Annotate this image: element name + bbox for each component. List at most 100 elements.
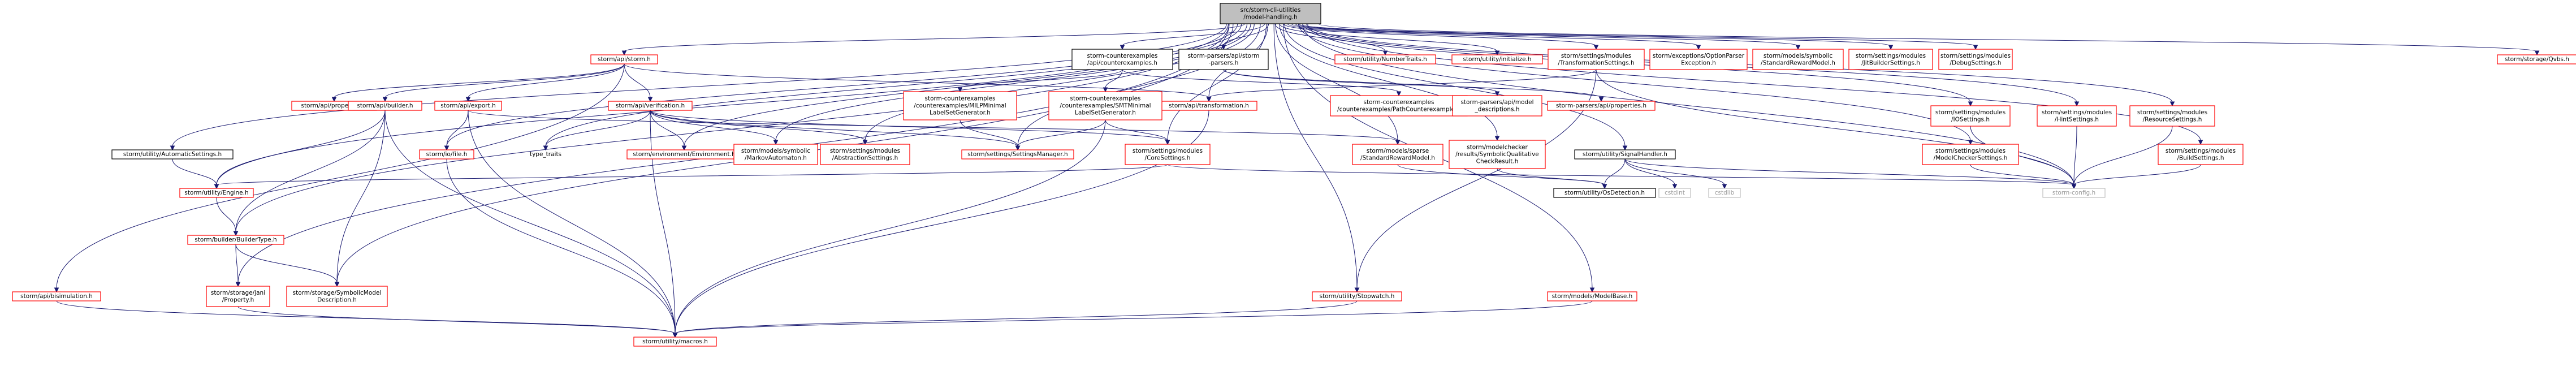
node-label: storm/api/verification.h (616, 102, 685, 109)
node-model-base[interactable]: storm/models/ModelBase.h (1547, 291, 1637, 301)
node-api-export[interactable]: storm/api/export.h (434, 101, 502, 111)
node-box (1553, 188, 1656, 198)
node-stopwatch[interactable]: storm/utility/Stopwatch.h (1312, 291, 1402, 301)
arrowhead-root-to-jit_settings (1888, 45, 1894, 50)
node-label: storm/api/transformation.h (1169, 102, 1248, 109)
edge-api_transformation-to-macros (675, 110, 1209, 334)
edge-api_verification-to-core_settings (650, 110, 1168, 141)
node-label: storm/settings/modules (2042, 109, 2112, 116)
node-label: storm/models/ModelBase.h (1552, 293, 1633, 300)
edge-transformation_settings-to-storm_config (1596, 69, 2074, 186)
node-file-h[interactable]: storm/io/file.h (419, 149, 474, 160)
node-label: /Property.h (222, 296, 254, 303)
node-hint-settings[interactable]: storm/settings/modules/HintSettings.h (2037, 105, 2117, 127)
edge-root-to-parsers_api_storm (1223, 23, 1269, 46)
node-api-transformation[interactable]: storm/api/transformation.h (1160, 101, 1257, 111)
node-resource-settings[interactable]: storm/settings/modules/ResourceSettings.… (2129, 105, 2215, 127)
node-label: storm/models/sparse (1367, 148, 1429, 154)
node-io-settings[interactable]: storm/settings/modules/IOSettings.h (1930, 105, 2011, 127)
edge-root-to-initialize (1279, 23, 1498, 52)
node-symbolic-qual[interactable]: storm/modelchecker/results/SymbolicQuali… (1449, 140, 1546, 169)
arrowhead-root-to-cex_api (1120, 45, 1125, 50)
node-cex-api[interactable]: storm-counterexamples/api/counterexample… (1071, 49, 1173, 70)
node-box (1930, 105, 2011, 127)
node-box (179, 188, 254, 198)
node-api-builder[interactable]: storm/api/builder.h (348, 101, 422, 111)
node-label: storm-parsers/api/model (1460, 99, 1533, 106)
node-label: storm/settings/modules (2137, 109, 2207, 116)
edge-resource_settings-to-storm_config (2073, 126, 2173, 186)
node-label: _descriptions.h (1474, 106, 1519, 113)
node-sparse-reward[interactable]: storm/models/sparse/StandardRewardModel.… (1352, 144, 1443, 165)
node-box (12, 291, 101, 301)
edge-root-to-sparse_reward (1275, 23, 1398, 141)
node-build-settings[interactable]: storm/settings/modules/BuildSettings.h (2158, 144, 2244, 165)
node-mc-settings[interactable]: storm/settings/modules/ModelCheckerSetti… (1922, 144, 2019, 165)
node-abstraction-settings[interactable]: storm/settings/modules/AbstractionSettin… (820, 144, 910, 165)
node-cstdlib: cstdlib (1708, 188, 1741, 198)
node-label: Description.h (317, 296, 357, 303)
node-api-bisimulation[interactable]: storm/api/bisimulation.h (12, 291, 101, 301)
node-label: /counterexamples/PathCounterexample.h (1337, 106, 1460, 113)
node-os-detection[interactable]: storm/utility/OsDetection.h (1553, 188, 1656, 198)
node-core-settings[interactable]: storm/settings/modules/CoreSettings.h (1125, 144, 1211, 165)
node-box (187, 235, 284, 245)
node-root[interactable]: src/storm-cli-utilities/model-handling.h (1220, 3, 1321, 24)
node-box (1330, 95, 1468, 117)
arrowhead-root-to-model_base (1589, 287, 1595, 293)
node-label: storm/utility/initialize.h (1463, 56, 1531, 63)
node-signal-handler[interactable]: storm/utility/SignalHandler.h (1574, 149, 1676, 160)
node-transformation-settings[interactable]: storm/settings/modules/TransformationSet… (1548, 49, 1645, 70)
node-automatic-settings[interactable]: storm/utility/AutomaticSettings.h (111, 149, 234, 160)
node-environment[interactable]: storm/environment/Environment.h (626, 149, 742, 160)
node-label: /counterexamples/SMTMinimal (1060, 102, 1151, 109)
node-macros[interactable]: storm/utility/macros.h (633, 337, 717, 347)
node-label: /MarkovAutomaton.h (745, 154, 807, 161)
arrowhead-root-to-automatic_settings (170, 145, 175, 151)
node-initialize[interactable]: storm/utility/initialize.h (1451, 54, 1543, 64)
node-debug-settings[interactable]: storm/settings/modules/DebugSettings.h (1938, 49, 2013, 70)
arrowhead-root-to-qvbs (2534, 50, 2540, 56)
node-label: storm-parsers/api/storm (1188, 53, 1260, 59)
edge-api_export-to-macros (468, 110, 676, 334)
node-api-storm[interactable]: storm/api/storm.h (590, 54, 658, 64)
arrowhead-root-to-transformation_settings (1593, 45, 1599, 50)
edge-api_verification-to-settings_manager (650, 110, 1018, 147)
node-box (1352, 144, 1443, 165)
node-parsers-api-storm[interactable]: storm-parsers/api/storm-parsers.h (1178, 49, 1269, 70)
edge-root-to-automatic_settings (172, 23, 1227, 147)
node-parsers-api-props[interactable]: storm-parsers/api/properties.h (1547, 101, 1656, 111)
node-label: storm/utility/NumberTraits.h (1343, 56, 1427, 63)
node-engine[interactable]: storm/utility/Engine.h (179, 188, 254, 198)
node-milp-gen[interactable]: storm-counterexamples/counterexamples/MI… (903, 91, 1017, 120)
node-parsers-model-desc[interactable]: storm-parsers/api/model_descriptions.h (1452, 95, 1542, 117)
node-settings-manager[interactable]: storm/settings/SettingsManager.h (961, 149, 1074, 160)
node-label: cstdint (1665, 189, 1685, 196)
node-markov-automaton[interactable]: storm/models/symbolic/MarkovAutomaton.h (733, 144, 818, 165)
node-jani-property[interactable]: storm/storage/jani/Property.h (206, 286, 270, 307)
node-builder-type[interactable]: storm/builder/BuilderType.h (187, 235, 284, 245)
node-label: storm/utility/SignalHandler.h (1583, 151, 1667, 158)
node-symbolic-reward[interactable]: storm/models/symbolic/StandardRewardMode… (1752, 49, 1844, 70)
arrowhead-root-to-symbolic_reward (1795, 45, 1801, 50)
edge-api_storm-to-api_export (468, 63, 625, 98)
node-label: storm/settings/modules (1935, 109, 2006, 116)
node-number-traits[interactable]: storm/utility/NumberTraits.h (1334, 54, 1436, 64)
arrowhead-api_verification-to-type_traits (543, 145, 548, 151)
node-box (1574, 149, 1676, 160)
arrowhead-root-to-option_parser_exc (1696, 45, 1701, 50)
node-api-verification[interactable]: storm/api/verification.h (608, 101, 693, 111)
node-label: /StandardRewardModel.h (1360, 154, 1435, 161)
node-jit-settings[interactable]: storm/settings/modules/JitBuilderSetting… (1848, 49, 1933, 70)
node-qvbs[interactable]: storm/storage/Qvbs.h (2497, 54, 2576, 64)
node-smt-gen[interactable]: storm-counterexamples/counterexamples/SM… (1048, 91, 1162, 120)
node-path-cex[interactable]: storm-counterexamples/counterexamples/Pa… (1330, 95, 1468, 117)
arrowhead-parsers_api_storm-to-parsers_api_props (1598, 97, 1604, 102)
node-label: src/storm-cli-utilities (1241, 7, 1301, 14)
node-label: storm-counterexamples (1364, 99, 1434, 106)
node-box (2158, 144, 2244, 165)
arrowhead-root-to-initialize (1494, 50, 1500, 56)
node-box (820, 144, 910, 165)
